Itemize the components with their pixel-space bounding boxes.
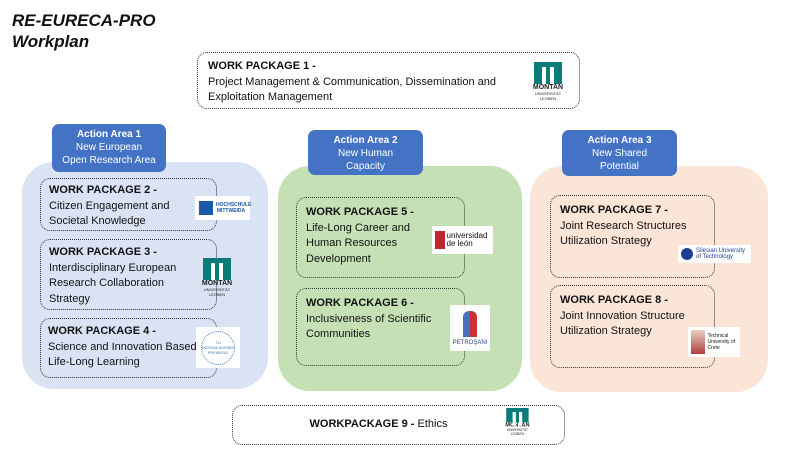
universidad-de-leon-logo: universidad de león: [432, 226, 493, 254]
work-package-4: WORK PACKAGE 4 -Science and Innovation B…: [40, 318, 217, 378]
work-package-9: WORKPACKAGE 9 - Ethics: [232, 405, 565, 445]
title-line2: Workplan: [12, 32, 90, 51]
technical-university-crete-logo: Technical University of Crete: [688, 327, 740, 357]
wp-text: Project Management & Communication, Diss…: [208, 75, 496, 104]
work-package-3: WORK PACKAGE 3 -Interdisciplinary Europe…: [40, 239, 217, 310]
work-package-6: WORK PACKAGE 6 -Inclusiveness of Scienti…: [296, 288, 465, 366]
title-line1: RE-EURECA-PRO: [12, 11, 156, 30]
work-package-8: WORK PACKAGE 8 -Joint Innovation Structu…: [550, 285, 715, 368]
wp-heading: WORK PACKAGE 1 -: [208, 60, 316, 72]
hochschule-mittweida-logo: HOCHSCHULE MITTWEIDA: [195, 196, 251, 220]
petrosani-logo: PETROŞANI: [450, 305, 490, 351]
page-title: RE-EURECA-PRO Workplan: [12, 10, 156, 52]
work-package-7: WORK PACKAGE 7 -Joint Research Structure…: [550, 195, 715, 278]
work-package-2: WORK PACKAGE 2 -Citizen Engagement and S…: [40, 178, 217, 231]
tu-freiberg-logo: TU BERGAKADEMIE FREIBERG: [196, 327, 240, 368]
silesian-university-logo: Silesian University of Technology: [678, 245, 751, 263]
work-package-5: WORK PACKAGE 5 -Life-Long Career and Hum…: [296, 197, 465, 278]
action-area-2-panel: [278, 166, 522, 391]
work-package-1: WORK PACKAGE 1 - Project Management & Co…: [197, 52, 580, 109]
